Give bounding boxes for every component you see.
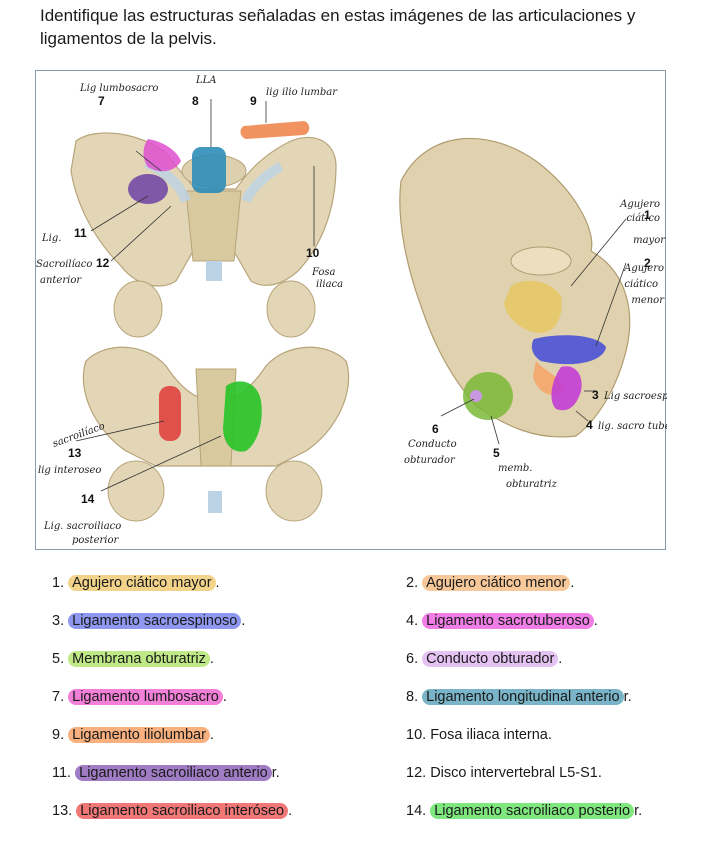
answer-7: 7. Ligamento lumbosacro.	[52, 688, 227, 706]
answer-number: 5.	[52, 651, 65, 667]
note-posterior-2: posterior	[72, 535, 119, 546]
answer-number: 14.	[406, 803, 427, 819]
answer-3: 3. Ligamento sacroespinoso.	[52, 612, 245, 630]
answer-tail: r.	[271, 765, 280, 781]
answer-6: 6. Conducto obturador.	[406, 650, 562, 668]
answer-tail: .	[222, 689, 227, 705]
answer-number: 3.	[52, 613, 65, 629]
answer-number: 1.	[52, 575, 65, 591]
answer-highlight: Ligamento sacroespinoso	[68, 613, 242, 629]
answer-number: 13.	[52, 803, 73, 819]
answer-tail: .	[241, 613, 246, 629]
pelvis-illustrations: 7 8 9 11 12 10 1 2 3 4 6 5 13 14 Lig lum…	[36, 75, 667, 546]
answer-highlight: Ligamento iliolumbar	[68, 727, 210, 743]
note-lig-sacroiliaco-1: Lig.	[41, 233, 61, 244]
answer-tail: r.	[634, 803, 643, 819]
answer-number: 6.	[406, 651, 419, 667]
answer-tail: .	[570, 575, 575, 591]
note-lig-sacrotuberoso: lig. sacro tuberoso	[598, 421, 667, 432]
answer-tail: .	[215, 575, 220, 591]
answer-number: 7.	[52, 689, 65, 705]
label-13: 13	[68, 446, 82, 460]
note-lig-sacroespino: Lig sacroespino	[603, 391, 667, 402]
label-6: 6	[432, 422, 439, 436]
note-agujero-mayor-3: mayor	[633, 235, 666, 246]
note-agujero-mayor-1: Agujero	[619, 199, 660, 210]
answer-highlight: Ligamento sacroiliaco posterio	[430, 803, 635, 819]
label-8: 8	[192, 94, 199, 108]
answer-highlight: Ligamento lumbosacro	[68, 689, 223, 705]
label-7: 7	[98, 94, 105, 108]
label-9: 9	[250, 94, 257, 108]
answer-10: 10. Fosa iliaca interna.	[406, 726, 552, 744]
label-3: 3	[592, 388, 599, 402]
note-conducto-2: obturador	[404, 455, 456, 466]
answer-highlight: Ligamento sacroiliaco interóseo	[76, 803, 289, 819]
answer-tail: .	[209, 651, 214, 667]
label-12: 12	[96, 256, 110, 270]
answer-text: Disco intervertebral L5-S1.	[430, 765, 602, 781]
note-lig-sacroiliaco-2: Sacroilíaco	[36, 259, 92, 270]
answer-number: 11.	[52, 765, 72, 781]
answer-12: 12. Disco intervertebral L5-S1.	[406, 764, 602, 782]
answer-number: 4.	[406, 613, 419, 629]
answer-number: 10.	[406, 727, 427, 743]
answer-highlight: Ligamento sacroiliaco anterio	[75, 765, 272, 781]
lateral-pelvis-view	[399, 137, 631, 445]
note-membrana-1: memb.	[498, 463, 532, 474]
answer-highlight: Ligamento sacrotuberoso	[422, 613, 594, 629]
note-agujero-menor-1: Agujero	[623, 263, 664, 274]
answer-tail: .	[288, 803, 293, 819]
answer-tail: .	[593, 613, 598, 629]
pelvis-figure: 7 8 9 11 12 10 1 2 3 4 6 5 13 14 Lig lum…	[35, 70, 667, 550]
answer-highlight: Conducto obturador	[422, 651, 559, 667]
label-2: 2	[644, 256, 651, 270]
note-lig-sacroiliaco-3: anterior	[40, 275, 82, 286]
answer-number: 9.	[52, 727, 65, 743]
answer-9: 9. Ligamento iliolumbar.	[52, 726, 214, 744]
note-fosa-2: iliaca	[316, 279, 343, 290]
note-fosa-1: Fosa	[311, 267, 336, 278]
label-1: 1	[644, 208, 651, 222]
note-posterior-1: Lig. sacroiliaco	[43, 521, 121, 532]
answer-highlight: Agujero ciático menor	[422, 575, 571, 591]
answer-tail: .	[209, 727, 214, 743]
answer-5: 5. Membrana obturatriz.	[52, 650, 214, 668]
note-agujero-menor-3: menor	[631, 295, 665, 306]
answer-text: Fosa iliaca interna.	[430, 727, 552, 743]
answer-tail: .	[558, 651, 563, 667]
note-interoseo-2: lig interoseo	[38, 465, 101, 476]
answer-number: 2.	[406, 575, 419, 591]
answer-highlight: Ligamento longitudinal anterio	[422, 689, 624, 705]
note-agujero-menor-2: ciático	[624, 279, 658, 290]
anterior-pelvis-view	[70, 99, 337, 338]
label-10: 10	[306, 246, 320, 260]
answer-highlight: Membrana obturatriz	[68, 651, 210, 667]
label-11: 11	[74, 226, 87, 240]
note-conducto-1: Conducto	[408, 439, 457, 450]
posterior-pelvis-view	[75, 346, 350, 522]
label-5: 5	[493, 446, 500, 460]
note-lla: LLA	[195, 75, 217, 86]
answer-4: 4. Ligamento sacrotuberoso.	[406, 612, 598, 630]
note-agujero-mayor-2: ciático	[626, 213, 660, 224]
answer-number: 8.	[406, 689, 419, 705]
answer-tail: r.	[623, 689, 632, 705]
answer-13: 13. Ligamento sacroiliaco interóseo.	[52, 802, 292, 820]
answer-number: 12.	[406, 765, 427, 781]
exercise-heading: Identifique las estructuras señaladas en…	[40, 6, 636, 48]
answer-highlight: Agujero ciático mayor	[68, 575, 216, 591]
label-14: 14	[81, 492, 95, 506]
note-lig-lumbosacro: Lig lumbosacro	[79, 83, 158, 94]
note-lig-iliolumbar: lig ilio lumbar	[266, 87, 338, 98]
answer-2: 2. Agujero ciático menor.	[406, 574, 574, 592]
answer-1: 1. Agujero ciático mayor.	[52, 574, 220, 592]
label-4: 4	[586, 418, 593, 432]
note-membrana-2: obturatriz	[506, 479, 558, 490]
